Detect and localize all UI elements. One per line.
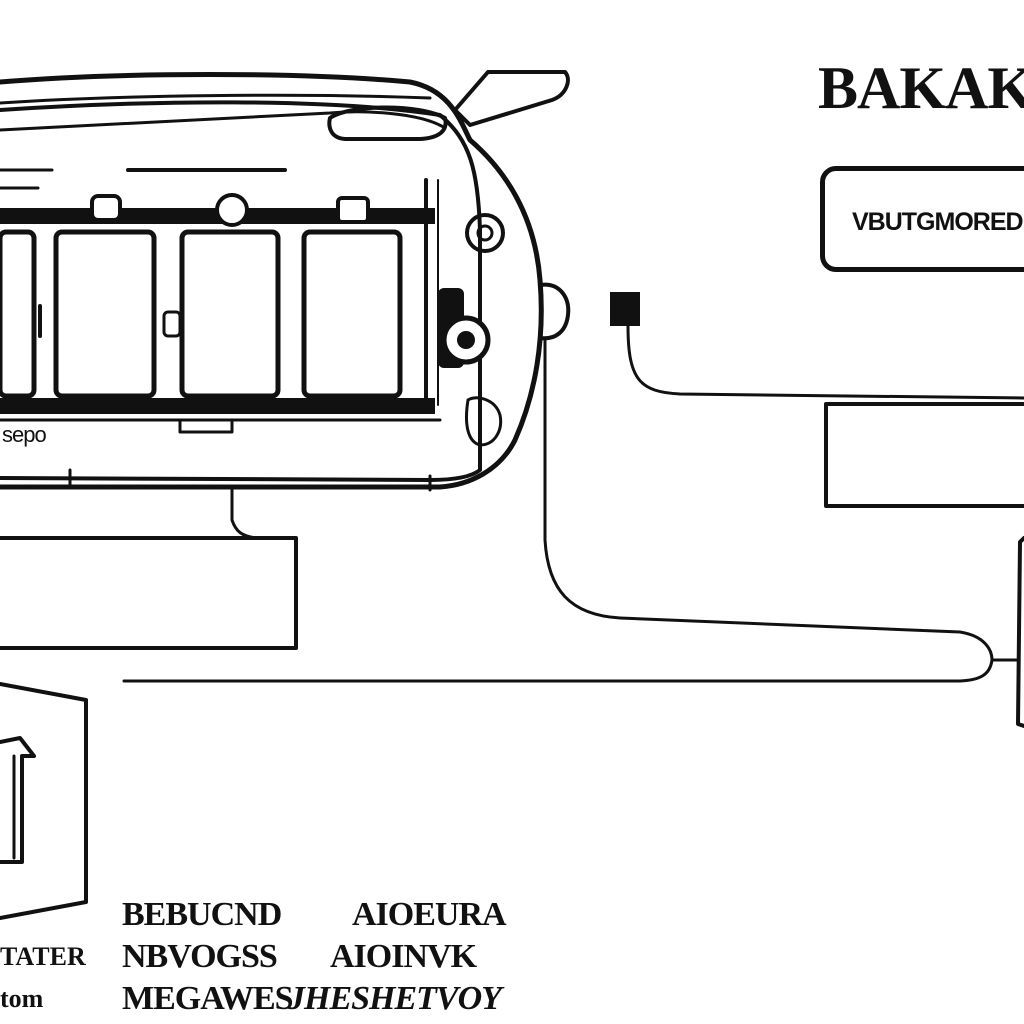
footer-line1-right: AIOEURA [352, 896, 507, 933]
battery-cell-3 [179, 229, 281, 399]
gauge-dial-center [476, 224, 494, 242]
callout-label: VBUTGMORED [852, 208, 1024, 236]
handle-flap [453, 70, 570, 127]
brand-title: BAKAKA [818, 55, 1024, 121]
knob-center [457, 331, 475, 349]
footer-line1-left: BEBUCND [122, 896, 282, 933]
footer-line2-right: AIOINVK [330, 938, 477, 975]
sensor-plug [610, 292, 640, 326]
battery-cell-4 [301, 229, 403, 399]
bottom-tab [178, 418, 234, 434]
device-cable [122, 338, 994, 683]
connector-1 [90, 194, 122, 222]
edge-bracket [1016, 536, 1024, 728]
device-outline [0, 72, 544, 490]
side-label-upper: TATER [0, 942, 86, 971]
callout-box [820, 166, 1024, 272]
component-boxes [0, 402, 1024, 920]
fuse-symbol [0, 736, 36, 864]
footer-line3-left: MEGAWES [122, 980, 294, 1017]
sensor-wire [626, 324, 1024, 400]
fuse-box [0, 682, 88, 920]
battery-rail-bottom [0, 398, 435, 414]
connector-2 [215, 193, 249, 227]
device-unit [0, 70, 571, 492]
left-module-box [0, 536, 298, 650]
right-module-box [824, 402, 1024, 508]
side-label-lower: tom [0, 984, 44, 1013]
footer-line3-right: JHESHETVOY [288, 980, 502, 1017]
handle-grip [327, 105, 448, 141]
handle-bar [0, 110, 447, 132]
battery-cell-2 [53, 229, 157, 399]
cell-latch [162, 310, 182, 338]
battery-cell-1 [0, 229, 37, 399]
connector-3 [336, 196, 370, 224]
footer-line2-left: NBVOGSS [122, 938, 278, 975]
side-port [538, 282, 571, 341]
device-inner-outline [0, 100, 482, 482]
front-panel-label: sepo [2, 422, 47, 447]
base-wire [0, 485, 258, 540]
gauge-dial [465, 213, 505, 253]
lower-vent [465, 396, 503, 447]
device-top-rail [0, 93, 432, 105]
